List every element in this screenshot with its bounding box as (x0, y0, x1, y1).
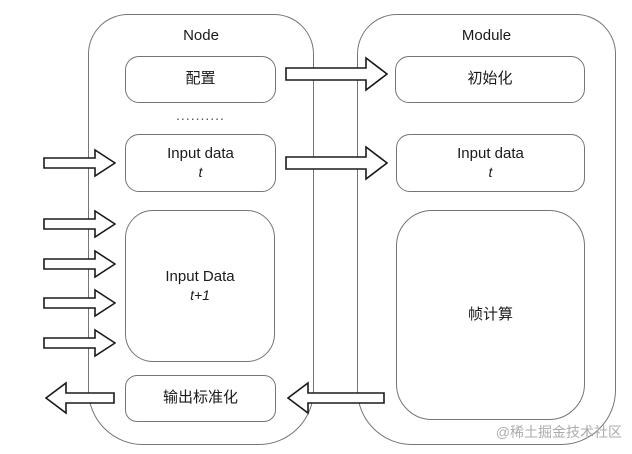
init-label: 初始化 (467, 70, 513, 88)
module-title: Module (461, 27, 512, 44)
frame-calc-label: 帧计算 (467, 305, 513, 323)
config-box: 配置 (125, 56, 276, 103)
arrow-right-config-to-init-icon (285, 56, 388, 92)
node-title: Node (183, 27, 219, 44)
frame-calc-box: 帧计算 (396, 210, 585, 420)
module-input-t-box: Input data t (396, 134, 585, 192)
output-normalize-label: 输出标准化 (162, 389, 238, 407)
arrow-left-output-exit-icon (45, 381, 115, 415)
ellipsis-dots: .......... (176, 107, 225, 123)
node-input-t-sub: t (198, 163, 203, 180)
config-label: 配置 (185, 70, 216, 88)
module-container (357, 14, 616, 445)
arrow-right-inputdata-icon (285, 145, 388, 181)
module-input-t-label: Input data (457, 144, 524, 162)
arrow-right-input-2-icon (43, 249, 116, 279)
arrow-right-input-3-icon (43, 288, 116, 318)
node-input-t1-label: Input Data (165, 267, 235, 285)
output-normalize-box: 输出标准化 (125, 375, 276, 422)
watermark: @稀土掘金技术社区 (495, 424, 622, 440)
arrow-right-input-1-icon (43, 209, 116, 239)
node-input-t1-box: Input Data t+1 (125, 210, 275, 362)
init-box: 初始化 (395, 56, 585, 103)
node-input-t-box: Input data t (125, 134, 276, 192)
arrow-right-input-4-icon (43, 328, 116, 358)
arrow-left-module-to-output-icon (287, 381, 385, 415)
arrow-right-input-0-icon (43, 148, 116, 178)
node-input-t-label: Input data (167, 144, 234, 162)
node-input-t1-sub: t+1 (190, 286, 210, 303)
module-input-t-sub: t (488, 163, 493, 180)
